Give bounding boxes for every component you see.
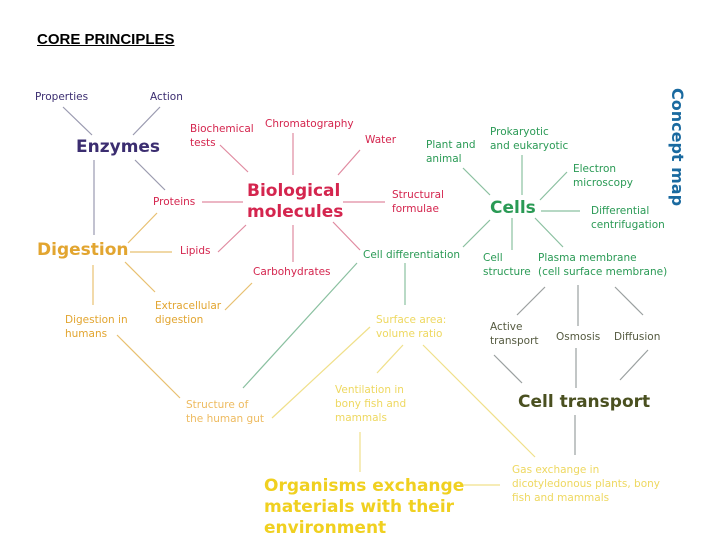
node-carbohydrates: Carbohydrates: [253, 266, 331, 278]
node-action: Action: [150, 91, 183, 103]
node-surface-area: Surface area: volume ratio: [376, 314, 447, 340]
node-structure-gut: Structure of the human gut: [186, 399, 264, 425]
node-plasma-membrane: Plasma membrane (cell surface membrane): [538, 252, 668, 278]
node-ventilation: Ventilation in bony fish and mammals: [335, 384, 407, 424]
node-prokaryotic: Prokaryotic and eukaryotic: [490, 126, 569, 152]
node-enzymes: Enzymes: [76, 137, 161, 157]
digestion-lines: [92, 212, 253, 399]
node-cell-differentiation: Cell differentiation: [363, 249, 461, 261]
concept-map-label: Concept map: [668, 88, 687, 207]
node-biological-molecules: Biological molecules: [247, 181, 344, 222]
node-cell-transport: Cell transport: [518, 392, 651, 412]
node-chromatography: Chromatography: [265, 118, 354, 130]
node-biochemical-tests: Biochemical tests: [190, 123, 254, 149]
node-extracellular-digestion: Extracellular digestion: [155, 300, 222, 326]
molecule-lines: [202, 133, 385, 262]
cell-lines: [242, 155, 580, 389]
node-proteins: Proteins: [153, 196, 196, 208]
node-diffusion: Diffusion: [614, 331, 661, 343]
node-cells: Cells: [490, 198, 536, 218]
node-lipids: Lipids: [180, 245, 211, 257]
node-digestion-in-humans: Digestion in humans: [65, 314, 128, 340]
node-active-transport: Active transport: [490, 321, 539, 347]
exchange-lines: [271, 326, 536, 486]
node-digestion: Digestion: [37, 240, 129, 260]
node-electron-microscopy: Electron microscopy: [573, 163, 633, 189]
enzyme-lines: [62, 106, 166, 235]
transport-lines: [493, 285, 649, 455]
node-structural-formulae: Structural formulae: [392, 189, 444, 215]
node-organisms-exchange: Organisms exchange materials with their …: [264, 476, 465, 538]
node-osmosis: Osmosis: [556, 331, 601, 343]
node-water: Water: [365, 134, 397, 146]
node-properties: Properties: [35, 91, 89, 103]
node-plant-and-animal: Plant and animal: [426, 139, 476, 165]
node-differential-centrifugation: Differential centrifugation: [591, 205, 665, 231]
node-cell-structure: Cell structure: [483, 252, 531, 278]
node-gas-exchange: Gas exchange in dicotyledonous plants, b…: [512, 464, 661, 504]
page-title: CORE PRINCIPLES: [37, 31, 175, 48]
